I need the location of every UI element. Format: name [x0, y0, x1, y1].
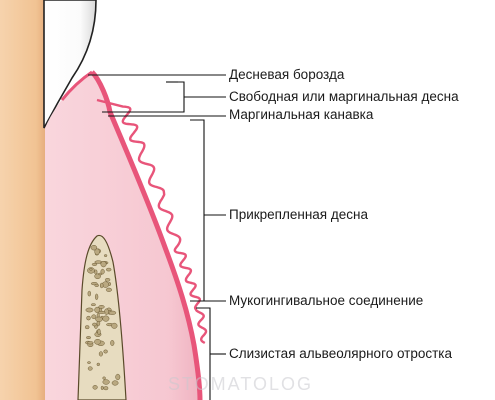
bone-pore: [92, 385, 98, 390]
bone-pore: [111, 380, 119, 386]
bone-pore: [84, 325, 90, 330]
label-free-marginal-gingiva: Свободная или маргинальная десна: [229, 89, 459, 104]
sulcus-epithelium: [60, 70, 93, 101]
bone-pore: [103, 349, 108, 354]
bone-pore: [85, 307, 94, 313]
bone-pore: [87, 290, 91, 297]
bone-pore: [94, 248, 100, 256]
bone-pore: [100, 385, 104, 390]
bone-pore: [110, 340, 115, 346]
bone-pore: [105, 287, 112, 292]
bracket-attached-gingiva: [190, 119, 205, 302]
outer-epithelium: [90, 70, 203, 400]
bone-pore: [108, 282, 111, 286]
bone-pore: [97, 328, 101, 336]
tooth-enamel: [43, 0, 97, 129]
bone-pore: [99, 282, 104, 289]
bone-pore: [90, 303, 96, 307]
bone-pore: [89, 268, 93, 271]
tooth-root: [0, 0, 48, 400]
label-attached-gingiva: Прикрепленная десна: [229, 207, 368, 222]
bone-pore: [94, 338, 102, 345]
bracket-free-gingiva: [178, 81, 185, 113]
bone-pore: [100, 268, 105, 275]
bone-pore: [102, 379, 110, 385]
bone-pore: [90, 245, 98, 251]
bone-pore: [115, 373, 121, 381]
bone-pore: [96, 362, 100, 367]
label-alveolar-mucosa: Слизистая альвеолярного отростка: [229, 346, 453, 361]
watermark: STOMATOLOG: [168, 374, 314, 394]
bone-pore: [104, 278, 111, 282]
bone-pore: [106, 267, 112, 272]
bone-pore: [87, 341, 94, 345]
bracket-alveolar-mucosa: [196, 307, 211, 400]
bone-pore: [102, 315, 110, 322]
bone-pore: [91, 314, 97, 319]
label-gingival-sulcus: Десневая борозда: [229, 67, 345, 82]
bone-pore: [92, 322, 97, 327]
bone-pore: [94, 283, 99, 287]
bone-pore: [94, 293, 99, 300]
bone-pore: [111, 322, 118, 329]
leader-lines: [88, 74, 226, 400]
bone-pore: [86, 336, 91, 340]
bone-pore: [98, 351, 103, 357]
bone-pore: [94, 269, 98, 275]
bone-pore: [102, 376, 106, 380]
bone-pore: [97, 310, 106, 314]
rete-ridges: [96, 98, 208, 345]
bone-pore: [86, 315, 91, 321]
bone-pore: [87, 361, 91, 364]
bone-pore: [98, 305, 105, 309]
bone-pore: [87, 366, 93, 371]
bone-pore: [91, 262, 98, 266]
bone-trabeculae: [84, 245, 121, 391]
bone-pore: [100, 260, 107, 268]
bone-pore: [103, 254, 108, 257]
label-mucogingival-junction: Мукогингивальное соединение: [229, 293, 424, 308]
bone-pore: [94, 306, 101, 313]
bone-pore: [95, 316, 103, 322]
label-marginal-groove: Маргинальная канавка: [229, 107, 374, 122]
bone-pore: [103, 386, 109, 391]
bone-pore: [108, 310, 117, 315]
